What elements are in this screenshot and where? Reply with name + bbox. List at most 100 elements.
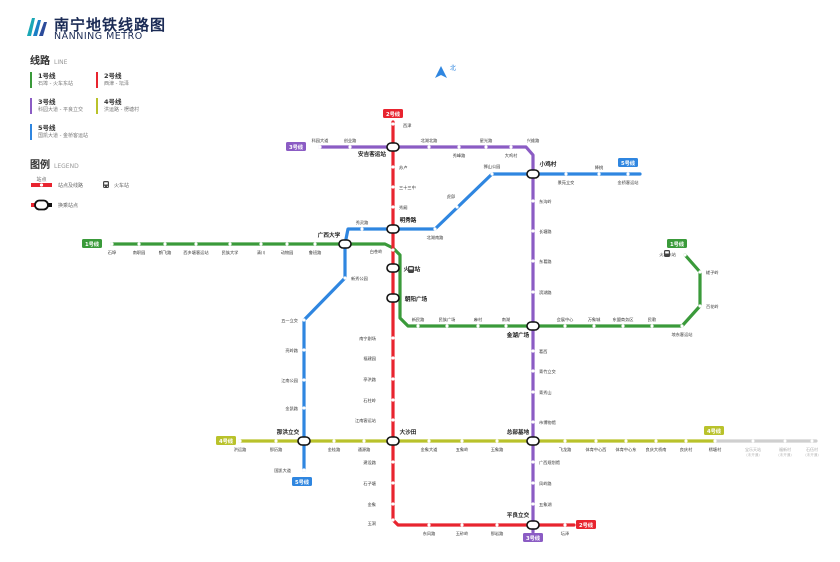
station-dot[interactable] (360, 227, 364, 231)
station-dot[interactable] (348, 145, 352, 149)
station-dot[interactable] (531, 229, 535, 233)
station-dot[interactable] (624, 439, 628, 443)
station-dot[interactable] (531, 502, 535, 506)
station-dot[interactable] (194, 242, 198, 246)
station-dot[interactable] (163, 242, 167, 246)
station-dot[interactable] (391, 336, 395, 340)
station-dot[interactable] (332, 439, 336, 443)
station-dot[interactable] (259, 242, 263, 246)
station-dot[interactable] (490, 172, 494, 176)
station-dot[interactable] (531, 481, 535, 485)
station-dot[interactable] (285, 242, 289, 246)
station-dot[interactable] (531, 369, 535, 373)
station-dot[interactable] (274, 439, 278, 443)
transfer-station[interactable] (338, 239, 352, 249)
transfer-stations: 安吉客运站明秀路广西大学小鸡村火车站朝阳广场金湖广场那洪立交大沙田总部基地平良立… (277, 142, 557, 530)
transfer-station[interactable] (526, 520, 540, 530)
station-dot[interactable] (302, 468, 306, 472)
station-dot[interactable] (228, 242, 232, 246)
station-dot[interactable] (698, 304, 702, 308)
station-dot[interactable] (621, 324, 625, 328)
station-dot[interactable] (594, 439, 598, 443)
station-dot[interactable] (427, 145, 431, 149)
station-label: 景苑立交 (558, 179, 575, 186)
station-dot[interactable] (343, 276, 347, 280)
station-dot[interactable] (391, 165, 395, 169)
station-dot[interactable] (433, 227, 437, 231)
station-dot[interactable] (391, 398, 395, 402)
station-dot[interactable] (563, 324, 567, 328)
station-dot[interactable] (531, 199, 535, 203)
future-station-dot (810, 439, 814, 443)
station-dot[interactable] (476, 324, 480, 328)
station-dot[interactable] (455, 205, 459, 209)
station-dot[interactable] (137, 242, 141, 246)
station-dot[interactable] (302, 318, 306, 322)
station-dot[interactable] (713, 439, 717, 443)
station-dot[interactable] (531, 145, 535, 149)
station-dot[interactable] (495, 439, 499, 443)
station-dot[interactable] (698, 270, 702, 274)
station-dot[interactable] (531, 420, 535, 424)
station-dot[interactable] (457, 145, 461, 149)
station-dot[interactable] (302, 348, 306, 352)
station-dot[interactable] (110, 242, 114, 246)
station-dot[interactable] (531, 259, 535, 263)
station-dot[interactable] (391, 518, 395, 522)
station-dot[interactable] (509, 145, 513, 149)
station-dot[interactable] (680, 324, 684, 328)
station-dot[interactable] (460, 439, 464, 443)
transfer-station-label: 小鸡村 (540, 160, 557, 168)
station-dot[interactable] (391, 185, 395, 189)
station-dot[interactable] (531, 390, 535, 394)
transfer-station[interactable] (386, 436, 400, 446)
station-dot[interactable] (650, 324, 654, 328)
station-dot[interactable] (564, 172, 568, 176)
station-dot[interactable] (531, 290, 535, 294)
station-dot[interactable] (563, 523, 567, 527)
station-dot[interactable] (531, 349, 535, 353)
station-dot[interactable] (684, 439, 688, 443)
station-dot[interactable] (391, 460, 395, 464)
station-dot[interactable] (531, 460, 535, 464)
station-dot[interactable] (416, 324, 420, 328)
station-dot[interactable] (391, 377, 395, 381)
transfer-station[interactable] (386, 263, 400, 273)
metro-logo-icon (24, 14, 50, 40)
transfer-station[interactable] (526, 436, 540, 446)
station-dot[interactable] (238, 439, 242, 443)
station-dot[interactable] (626, 172, 630, 176)
station-dot[interactable] (302, 378, 306, 382)
station-dot[interactable] (391, 481, 395, 485)
station-dot[interactable] (391, 356, 395, 360)
station-dot[interactable] (391, 502, 395, 506)
station-dot[interactable] (427, 439, 431, 443)
transfer-station[interactable] (386, 142, 400, 152)
station-dot[interactable] (597, 172, 601, 176)
station-dot[interactable] (302, 406, 306, 410)
station-dot[interactable] (563, 439, 567, 443)
station-dot[interactable] (592, 324, 596, 328)
station-dot[interactable] (318, 145, 322, 149)
station-label: 民族大学 (222, 249, 239, 256)
transfer-station[interactable] (297, 436, 311, 446)
station-dot[interactable] (445, 324, 449, 328)
station-dot[interactable] (495, 523, 499, 527)
transfer-station[interactable] (386, 293, 400, 303)
station-dot[interactable] (460, 523, 464, 527)
transfer-station[interactable] (526, 321, 540, 331)
transfer-station[interactable] (526, 169, 540, 179)
station-dot[interactable] (391, 248, 395, 252)
station-dot[interactable] (362, 439, 366, 443)
station-dot[interactable] (391, 205, 395, 209)
station-dot[interactable] (683, 253, 687, 257)
station-dot[interactable] (391, 122, 395, 126)
legend-line-3: 3号线科园大道 - 平良立交 (30, 98, 83, 114)
station-dot[interactable] (654, 439, 658, 443)
station-dot[interactable] (391, 418, 395, 422)
station-dot[interactable] (504, 324, 508, 328)
station-dot[interactable] (313, 242, 317, 246)
station-dot[interactable] (427, 523, 431, 527)
station-dot[interactable] (484, 145, 488, 149)
transfer-station[interactable] (386, 224, 400, 234)
